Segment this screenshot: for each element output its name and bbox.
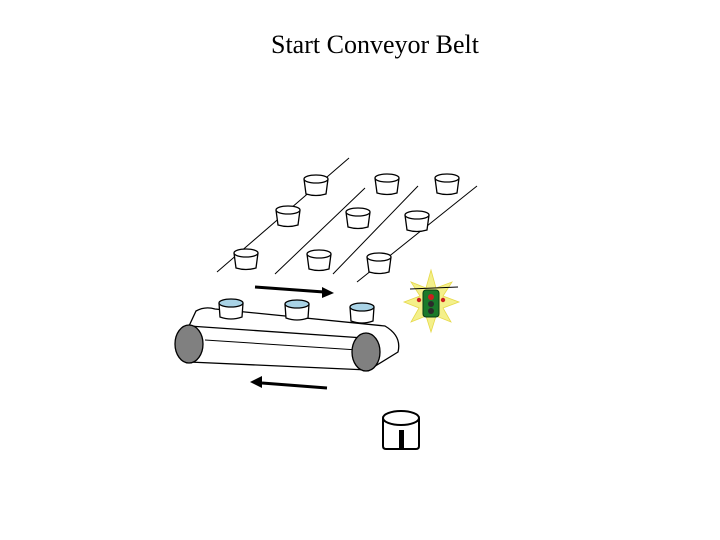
empty-bottle <box>303 174 329 197</box>
belt-top-surface <box>189 326 368 370</box>
empty-bottle <box>366 252 392 275</box>
empty-bottle <box>306 249 332 272</box>
filling-station-icon <box>382 410 420 450</box>
feeder-lane-2 <box>274 187 366 275</box>
empty-bottle <box>233 248 259 271</box>
filled-bottle <box>284 299 310 321</box>
top-direction-arrow <box>254 285 334 298</box>
station-nozzle <box>399 430 404 448</box>
slide-title: Start Conveyor Belt <box>271 30 479 59</box>
empty-bottle <box>345 207 371 230</box>
empty-bottle <box>404 210 430 233</box>
empty-bottle <box>434 173 460 196</box>
empty-bottle <box>275 205 301 228</box>
feeder-lane-3 <box>332 185 419 275</box>
right-roller <box>351 332 381 372</box>
traffic-light-icon <box>402 268 461 334</box>
empty-bottle <box>374 173 400 196</box>
conveyor-belt <box>174 307 400 372</box>
bottom-direction-arrow <box>250 376 328 390</box>
filled-bottle <box>349 302 375 324</box>
filled-bottle <box>218 298 244 320</box>
left-roller <box>174 324 204 364</box>
empty-bottles <box>233 173 460 275</box>
